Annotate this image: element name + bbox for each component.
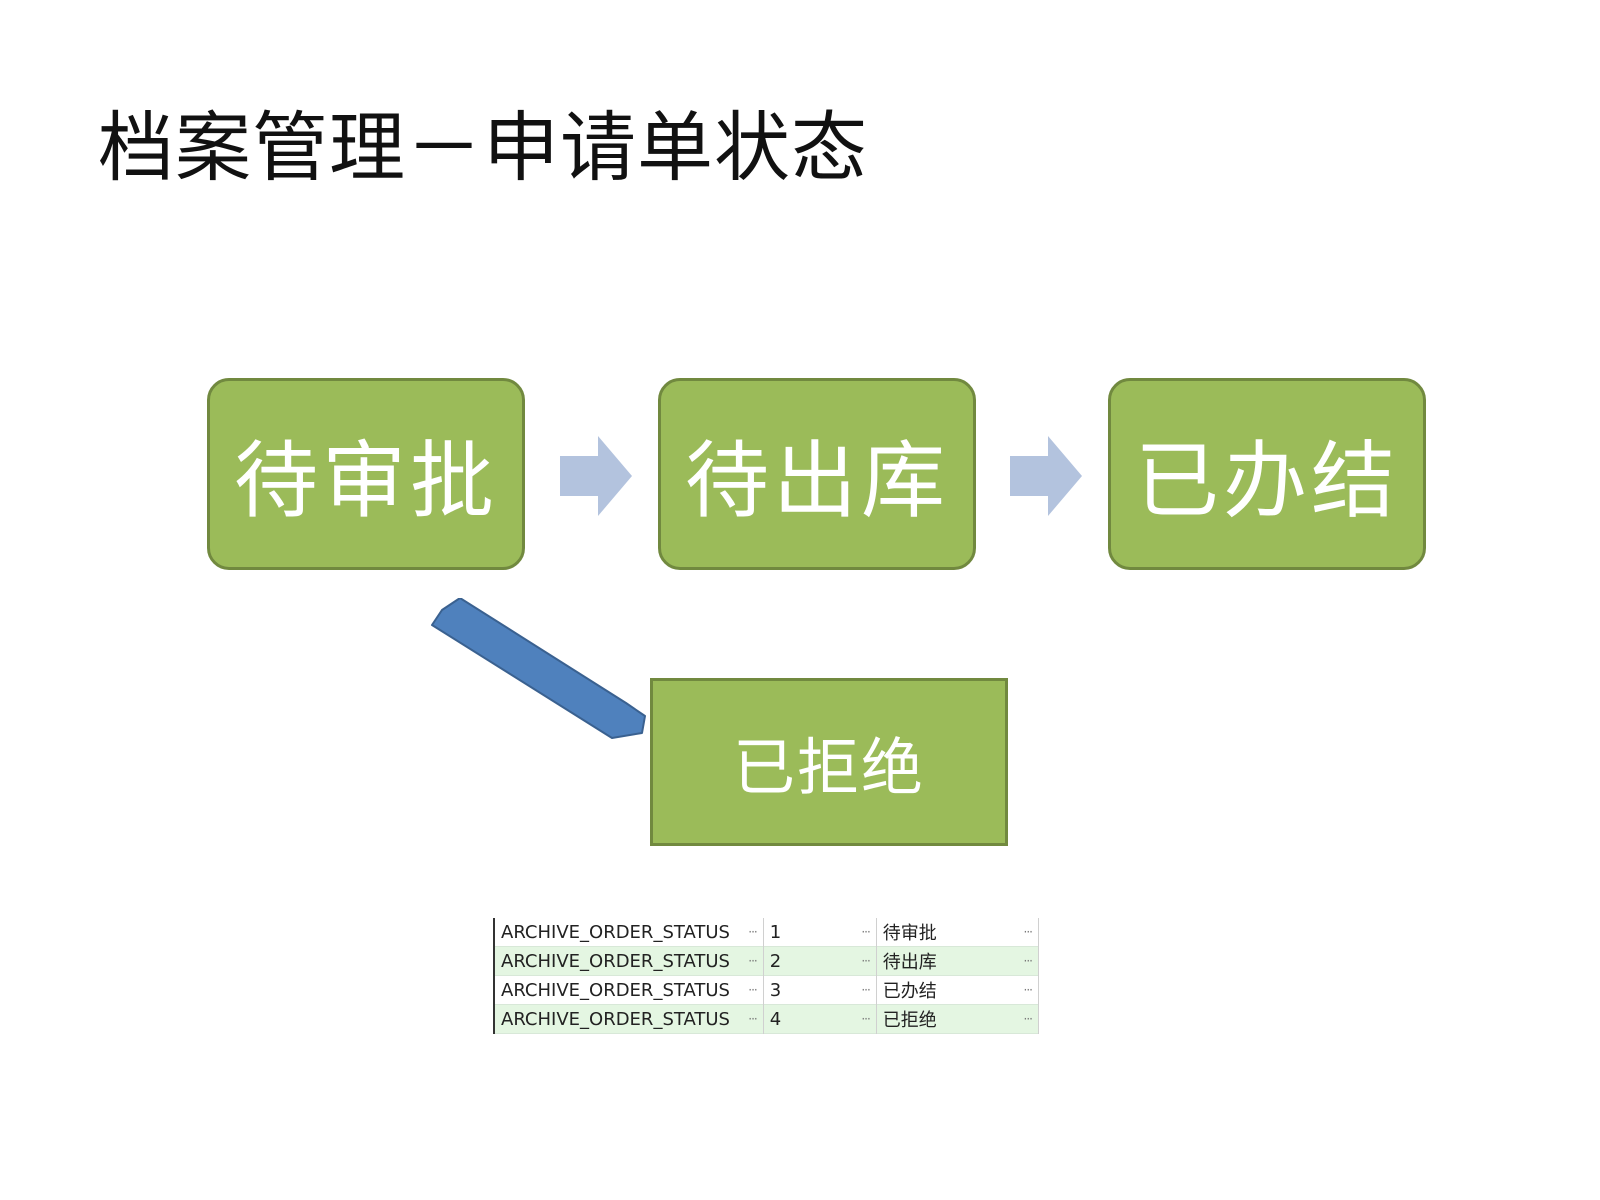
status-name-cell-text: 待审批 xyxy=(882,923,937,944)
reject-arrow xyxy=(431,598,646,739)
flow-arrow-1 xyxy=(560,436,632,516)
status-code-table: ARCHIVE_ORDER_STATUS···1···待审批···ARCHIVE… xyxy=(493,918,1040,1034)
state-pending-outbound: 待出库 xyxy=(658,378,976,570)
state-pending-approval: 待审批 xyxy=(207,378,525,570)
status-code-cell-text: ARCHIVE_ORDER_STATUS xyxy=(501,979,730,1001)
ellipsis-icon: ··· xyxy=(748,954,758,968)
ellipsis-icon: ··· xyxy=(1023,925,1034,939)
ellipsis-icon: ··· xyxy=(1023,983,1034,997)
state-rejected: 已拒绝 xyxy=(650,678,1008,846)
status-value-cell-text: 4 xyxy=(769,1008,782,1030)
ellipsis-icon: ··· xyxy=(861,954,871,968)
status-name-cell: 待出库 ··· xyxy=(876,946,1040,976)
table-row: ARCHIVE_ORDER_STATUS ··· 1 ··· 待审批 ··· xyxy=(494,918,1040,947)
status-name-cell-text: 已办结 xyxy=(882,981,937,1002)
status-value-cell: 3 ··· xyxy=(763,975,877,1005)
ellipsis-icon: ··· xyxy=(861,983,871,997)
ellipsis-icon: ··· xyxy=(861,925,871,939)
status-value-cell-text: 1 xyxy=(769,921,782,943)
status-value-cell-text: 2 xyxy=(769,950,782,972)
status-name-cell-text: 已拒绝 xyxy=(882,1010,937,1031)
table-row: ARCHIVE_ORDER_STATUS ··· 2 ··· 待出库 ··· xyxy=(494,946,1040,976)
status-code-cell: ARCHIVE_ORDER_STATUS ··· xyxy=(494,918,764,947)
ellipsis-icon: ··· xyxy=(1023,1012,1034,1026)
page-title: 档案管理－申请单状态 xyxy=(98,103,868,192)
status-value-cell-text: 3 xyxy=(769,979,782,1001)
state-completed: 已办结 xyxy=(1108,378,1426,570)
status-name-cell: 已拒绝 ··· xyxy=(876,1004,1040,1034)
ellipsis-icon: ··· xyxy=(748,983,758,997)
status-code-cell: ARCHIVE_ORDER_STATUS ··· xyxy=(494,946,764,976)
ellipsis-icon: ··· xyxy=(748,1012,758,1026)
status-code-cell-text: ARCHIVE_ORDER_STATUS xyxy=(501,950,730,972)
ellipsis-icon: ··· xyxy=(748,925,758,939)
status-name-cell: 待审批 ··· xyxy=(876,918,1040,947)
status-name-cell-text: 待出库 xyxy=(882,952,937,973)
status-code-cell: ARCHIVE_ORDER_STATUS ··· xyxy=(494,975,764,1005)
status-value-cell: 2 ··· xyxy=(763,946,877,976)
status-name-cell: 已办结 ··· xyxy=(876,975,1040,1005)
flow-arrow-2 xyxy=(1010,436,1082,516)
status-code-cell-text: ARCHIVE_ORDER_STATUS xyxy=(501,921,730,943)
status-value-cell: 1 ··· xyxy=(763,918,877,947)
status-code-cell: ARCHIVE_ORDER_STATUS ··· xyxy=(494,1004,764,1034)
status-code-cell-text: ARCHIVE_ORDER_STATUS xyxy=(501,1008,730,1030)
ellipsis-icon: ··· xyxy=(1023,954,1034,968)
table-row: ARCHIVE_ORDER_STATUS ··· 3 ··· 已办结 ··· xyxy=(494,975,1040,1005)
ellipsis-icon: ··· xyxy=(861,1012,871,1026)
table-row: ARCHIVE_ORDER_STATUS ··· 4 ··· 已拒绝 ··· xyxy=(494,1004,1040,1034)
status-value-cell: 4 ··· xyxy=(763,1004,877,1034)
